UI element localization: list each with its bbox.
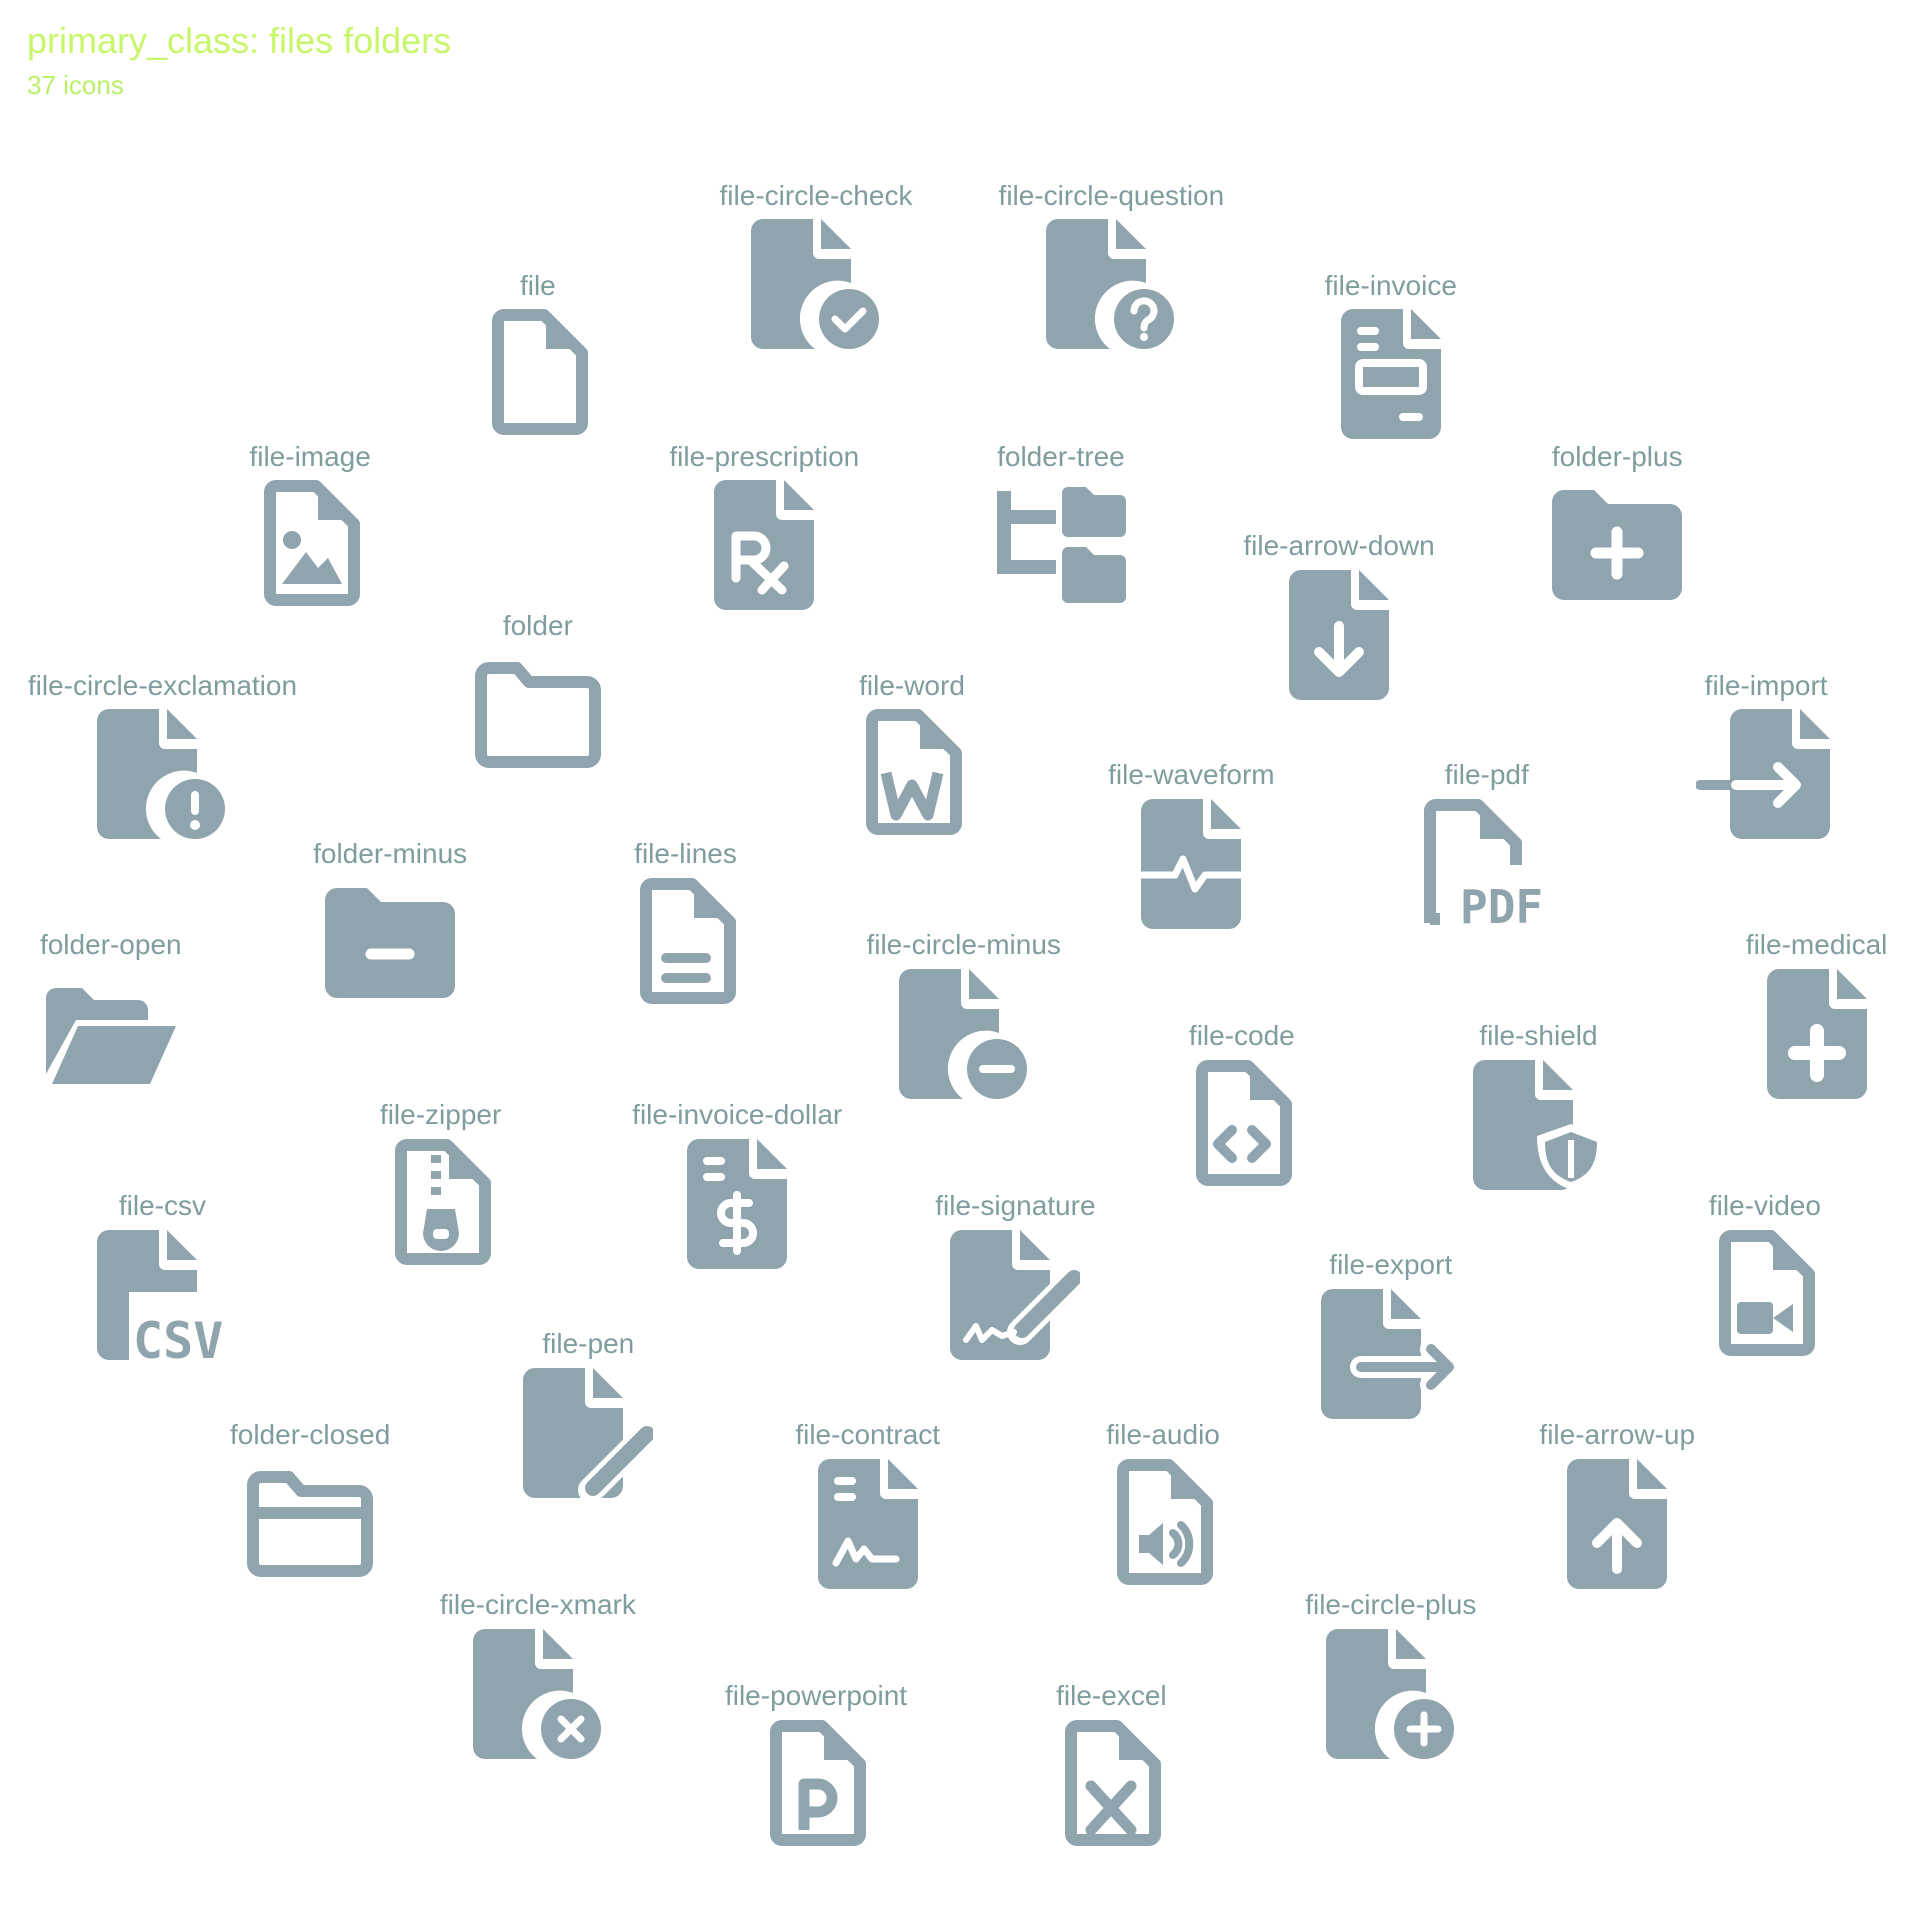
file-import-icon (1696, 709, 1831, 840)
icon-label: file-export (1329, 1249, 1453, 1281)
file-circle-minus-icon (898, 968, 1027, 1099)
file-arrow-down-icon (1289, 570, 1390, 701)
svg-text:CSV: CSV (133, 1312, 223, 1360)
icon-label: file-waveform (1108, 759, 1275, 791)
icon-label: file-pen (542, 1328, 635, 1359)
icon-label: folder-plus (1551, 440, 1683, 472)
file-word-icon (866, 709, 962, 836)
icon-label: file-contract (795, 1419, 941, 1451)
file-lines-icon (639, 877, 736, 1004)
folder-open-icon (45, 987, 176, 1084)
file-circle-question-icon (1046, 219, 1175, 350)
file-csv-icon: CSV (97, 1229, 224, 1360)
file-video-icon (1718, 1229, 1815, 1356)
file-waveform-icon (1141, 799, 1242, 929)
icon-label: file-zipper (379, 1099, 502, 1131)
icon-label: file-circle-xmark (439, 1588, 636, 1620)
icon-label: file-import (1704, 669, 1828, 701)
icon-label: file-excel (1056, 1680, 1167, 1711)
file-invoice-icon (1340, 309, 1441, 440)
icon-label: folder-open (39, 929, 182, 961)
icon-label: file-audio (1106, 1419, 1220, 1451)
file-prescription-icon (714, 480, 815, 611)
icon-label: file-code (1188, 1020, 1295, 1052)
icon-label: file-arrow-down (1243, 530, 1435, 562)
file-circle-check-icon (751, 219, 879, 350)
icon-label: file-invoice-dollar (632, 1099, 843, 1131)
file-invoice-dollar-icon (687, 1138, 788, 1269)
folder-icon (474, 662, 601, 769)
file-icon (491, 309, 588, 436)
file-audio-icon (1117, 1458, 1214, 1585)
icon-label: file-circle-minus (866, 929, 1061, 961)
folder-minus-icon (325, 887, 456, 998)
icon-label: file-signature (935, 1190, 1096, 1222)
file-zipper-icon (394, 1138, 491, 1265)
file-arrow-up-icon (1567, 1458, 1668, 1589)
icon-label: file-circle-exclamation (27, 669, 298, 701)
icon-label: file-video (1708, 1190, 1821, 1222)
icon-label: file-pdf (1444, 759, 1529, 791)
icon-label: file-image (249, 440, 371, 472)
file-pdf-icon: PDF (1423, 799, 1543, 929)
file-powerpoint-icon (770, 1719, 866, 1846)
svg-text:PDF: PDF (1460, 880, 1543, 929)
icon-label: file-powerpoint (724, 1680, 908, 1711)
file-circle-exclamation-icon (97, 709, 226, 840)
icon-label: file-medical (1745, 929, 1888, 961)
icon-label: file-circle-plus (1305, 1588, 1477, 1620)
icon-label: file-circle-check (719, 179, 913, 211)
file-pen-icon (523, 1367, 654, 1498)
file-signature-icon (950, 1229, 1081, 1360)
file-image-icon (264, 480, 361, 607)
file-excel-icon (1065, 1719, 1162, 1846)
icon-label: folder-closed (229, 1419, 391, 1451)
file-medical-icon (1766, 968, 1867, 1099)
file-circle-xmark-icon (472, 1628, 601, 1759)
file-code-icon (1195, 1059, 1292, 1186)
page-title: primary_class: files folders (27, 20, 452, 61)
icon-label: file-prescription (669, 440, 860, 472)
icon-label: folder-tree (997, 440, 1125, 472)
icon-label: file-shield (1479, 1020, 1598, 1052)
icon-label: file-lines (634, 838, 737, 870)
icon-label: file (519, 269, 556, 301)
icon-label: file-word (859, 669, 965, 701)
file-circle-plus-icon (1325, 1628, 1454, 1759)
icon-count: 37 icons (27, 70, 124, 100)
file-shield-icon (1473, 1059, 1604, 1190)
icon-label: file-circle-question (998, 179, 1225, 211)
folder-closed-icon (247, 1470, 374, 1577)
icon-label: folder-minus (313, 838, 468, 870)
icon-label: file-arrow-up (1539, 1419, 1696, 1451)
file-contract-icon (817, 1458, 918, 1589)
folder-tree-icon (996, 487, 1126, 604)
icon-label: folder (502, 610, 573, 642)
icon-label: file-csv (118, 1190, 207, 1222)
file-export-icon (1320, 1288, 1460, 1419)
icon-label: file-invoice (1324, 269, 1457, 301)
folder-plus-icon (1552, 490, 1683, 601)
